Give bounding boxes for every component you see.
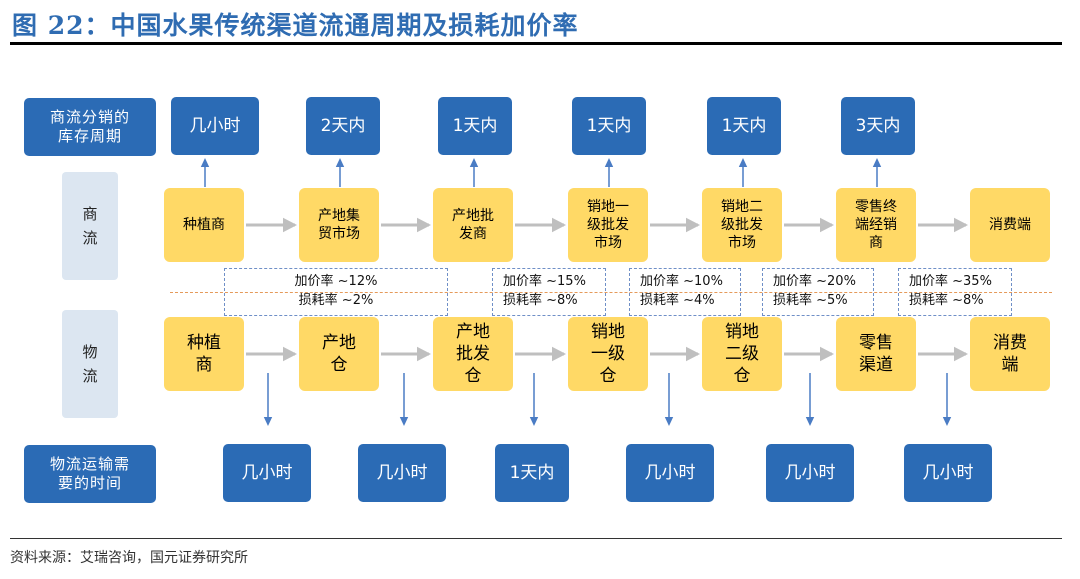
logistics-arrow-3-head — [552, 346, 566, 362]
title-divider — [10, 42, 1062, 45]
markup-rate-5: 加价率 ~35% — [909, 274, 992, 290]
commerce-node-consumer: 消费端 — [970, 188, 1050, 262]
transport-time-3: 1天内 — [495, 444, 569, 502]
footer-divider — [10, 538, 1062, 539]
label-inventory-cycle: 商流分销的 库存周期 — [24, 98, 156, 156]
commerce-arrow-3-head — [552, 217, 566, 233]
label-transport-time: 物流运输需 要的时间 — [24, 445, 156, 503]
logistics-arrow-2-head — [417, 346, 431, 362]
label-commerce-flow: 商 流 — [62, 172, 118, 280]
commerce-node-retail-dealer: 零售终 端经销 商 — [836, 188, 916, 262]
commerce-arrow-4-head — [686, 217, 700, 233]
loss-rate-4: 损耗率 ~5% — [773, 293, 848, 308]
commerce-node-origin-market: 产地集 贸市场 — [299, 188, 379, 262]
commerce-node-grower: 种植商 — [164, 188, 244, 262]
rate-box-3: 加价率 ~10% 损耗率 ~4% — [629, 268, 741, 316]
commerce-arrow-1-head — [283, 217, 297, 233]
logistics-node-origin-warehouse: 产地 仓 — [299, 317, 379, 391]
inventory-period-1: 几小时 — [171, 97, 259, 155]
inventory-period-3: 1天内 — [438, 97, 512, 155]
logistics-node-secondary-warehouse: 销地 二级 仓 — [702, 317, 782, 391]
transport-down-arrow-4-head — [664, 417, 674, 426]
inventory-period-4: 1天内 — [572, 97, 646, 155]
transport-down-arrow-1-head — [263, 417, 273, 426]
logistics-node-primary-warehouse: 销地 一级 仓 — [568, 317, 648, 391]
source-note: 资料来源：艾瑞咨询，国元证券研究所 — [10, 550, 248, 566]
transport-down-arrow-6-head — [942, 417, 952, 426]
logistics-node-consumer: 消费 端 — [970, 317, 1050, 391]
transport-time-4: 几小时 — [626, 444, 714, 502]
markup-rate-2: 加价率 ~15% — [503, 274, 586, 290]
logistics-arrow-6-head — [954, 346, 968, 362]
inventory-up-arrow-4-head — [604, 158, 614, 167]
logistics-node-grower: 种植 商 — [164, 317, 244, 391]
markup-rate-1: 加价率 ~12% — [294, 274, 378, 290]
inventory-period-6: 3天内 — [841, 97, 915, 155]
label-logistics-flow: 物 流 — [62, 310, 118, 418]
loss-rate-5: 损耗率 ~8% — [909, 293, 984, 308]
inventory-up-arrow-3-head — [469, 158, 479, 167]
loss-rate-1: 损耗率 ~2% — [298, 293, 374, 308]
transport-time-1: 几小时 — [223, 444, 311, 502]
rate-box-1: 加价率 ~12% 损耗率 ~2% — [224, 268, 448, 316]
loss-rate-2: 损耗率 ~8% — [503, 293, 578, 308]
commerce-node-secondary-wholesale-market: 销地二 级批发 市场 — [702, 188, 782, 262]
flow-divider-line — [170, 292, 1052, 293]
inventory-up-arrow-6-head — [872, 158, 882, 167]
markup-rate-4: 加价率 ~20% — [773, 274, 856, 290]
logistics-arrow-5-head — [820, 346, 834, 362]
transport-time-2: 几小时 — [358, 444, 446, 502]
logistics-node-origin-wholesale-warehouse: 产地 批发 仓 — [433, 317, 513, 391]
commerce-arrow-6-head — [954, 217, 968, 233]
logistics-arrow-1-head — [283, 346, 297, 362]
inventory-up-arrow-5-head — [738, 158, 748, 167]
commerce-node-primary-wholesale-market: 销地一 级批发 市场 — [568, 188, 648, 262]
rate-box-5: 加价率 ~35% 损耗率 ~8% — [898, 268, 1012, 316]
commerce-arrow-5-head — [820, 217, 834, 233]
transport-down-arrow-2-head — [399, 417, 409, 426]
inventory-period-2: 2天内 — [306, 97, 380, 155]
commerce-node-origin-wholesaler: 产地批 发商 — [433, 188, 513, 262]
inventory-period-5: 1天内 — [707, 97, 781, 155]
transport-time-5: 几小时 — [766, 444, 854, 502]
inventory-up-arrow-2-head — [335, 158, 345, 167]
transport-down-arrow-3-head — [529, 417, 539, 426]
transport-down-arrow-5-head — [805, 417, 815, 426]
markup-rate-3: 加价率 ~10% — [640, 274, 723, 290]
figure-title: 图 22：中国水果传统渠道流通周期及损耗加价率 — [12, 11, 579, 40]
rate-box-4: 加价率 ~20% 损耗率 ~5% — [762, 268, 874, 316]
logistics-arrow-4-head — [686, 346, 700, 362]
logistics-node-retail-channel: 零售 渠道 — [836, 317, 916, 391]
transport-time-6: 几小时 — [904, 444, 992, 502]
rate-box-2: 加价率 ~15% 损耗率 ~8% — [492, 268, 606, 316]
loss-rate-3: 损耗率 ~4% — [640, 293, 715, 308]
commerce-arrow-2-head — [417, 217, 431, 233]
inventory-up-arrow-1-head — [200, 158, 210, 167]
